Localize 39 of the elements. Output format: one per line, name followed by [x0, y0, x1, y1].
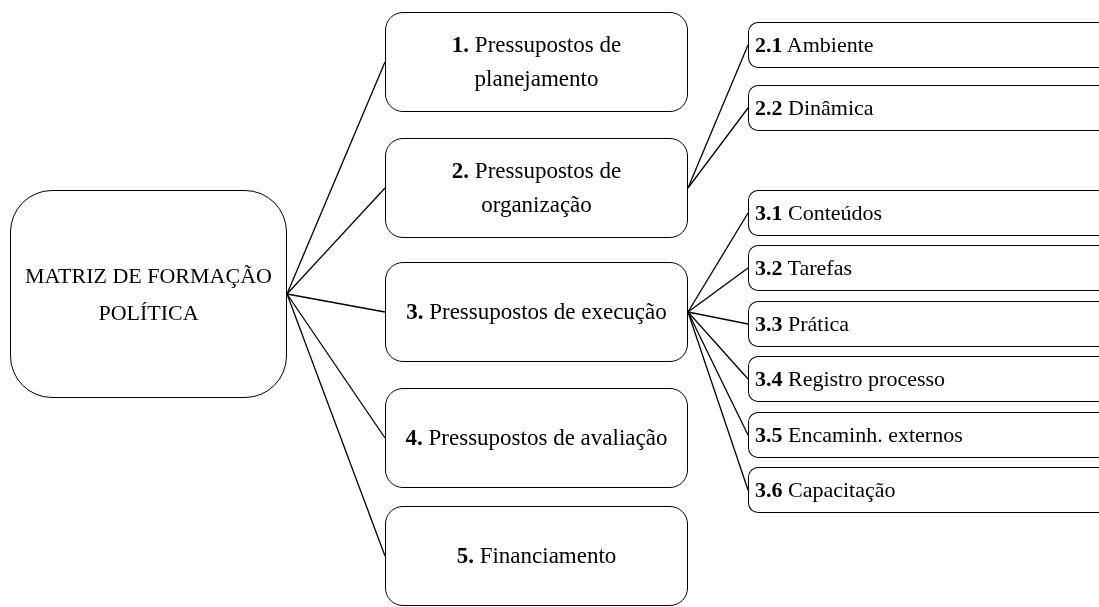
sub-item-box	[748, 85, 1099, 131]
node-label: 3.5 Encaminh. externos	[755, 422, 963, 448]
node-label: 3.6 Capacitação	[755, 477, 896, 503]
node-label: 2. Pressupostos de organização	[450, 156, 623, 219]
sub-item-box	[748, 301, 1099, 347]
connector-line	[687, 107, 749, 189]
connector-line	[286, 293, 386, 313]
process-box	[385, 12, 688, 112]
connector-line	[687, 44, 749, 189]
sub-item-box	[748, 22, 1099, 68]
sub-item-box	[748, 190, 1099, 236]
node-label: 3.2 Tarefas	[755, 255, 852, 281]
connector-line	[286, 61, 386, 295]
connector-line	[286, 187, 386, 295]
root-box	[10, 190, 287, 398]
connector-line	[286, 293, 386, 439]
process-box	[385, 388, 688, 488]
node-label: 2.2 Dinâmica	[755, 95, 874, 121]
node-label: 3.1 Conteúdos	[755, 200, 883, 226]
sub-item-box	[748, 356, 1099, 402]
node-label: MATRIZ DE FORMAÇÃO POLÍTICA	[24, 261, 273, 327]
process-box	[385, 138, 688, 238]
node-label: 5. Financiamento	[456, 541, 617, 570]
process-box	[385, 506, 688, 606]
node-label: 3.3 Prática	[755, 311, 850, 337]
sub-item-box	[748, 245, 1099, 291]
node-label: 2.1 Ambiente	[755, 32, 874, 58]
connector-line	[687, 311, 749, 380]
connector-line	[687, 212, 749, 313]
connector-line	[687, 267, 749, 313]
process-box	[385, 262, 688, 362]
sub-item-box	[748, 412, 1099, 458]
connector-line	[286, 293, 386, 557]
node-label: 4. Pressupostos de avaliação	[405, 423, 668, 452]
node-label: 3.4 Registro processo	[755, 366, 946, 392]
node-label: 1. Pressupostos de planejamento	[450, 30, 623, 93]
sub-item-box	[748, 467, 1099, 513]
node-label: 3. Pressupostos de execução	[406, 297, 667, 326]
connector-line	[687, 311, 749, 325]
